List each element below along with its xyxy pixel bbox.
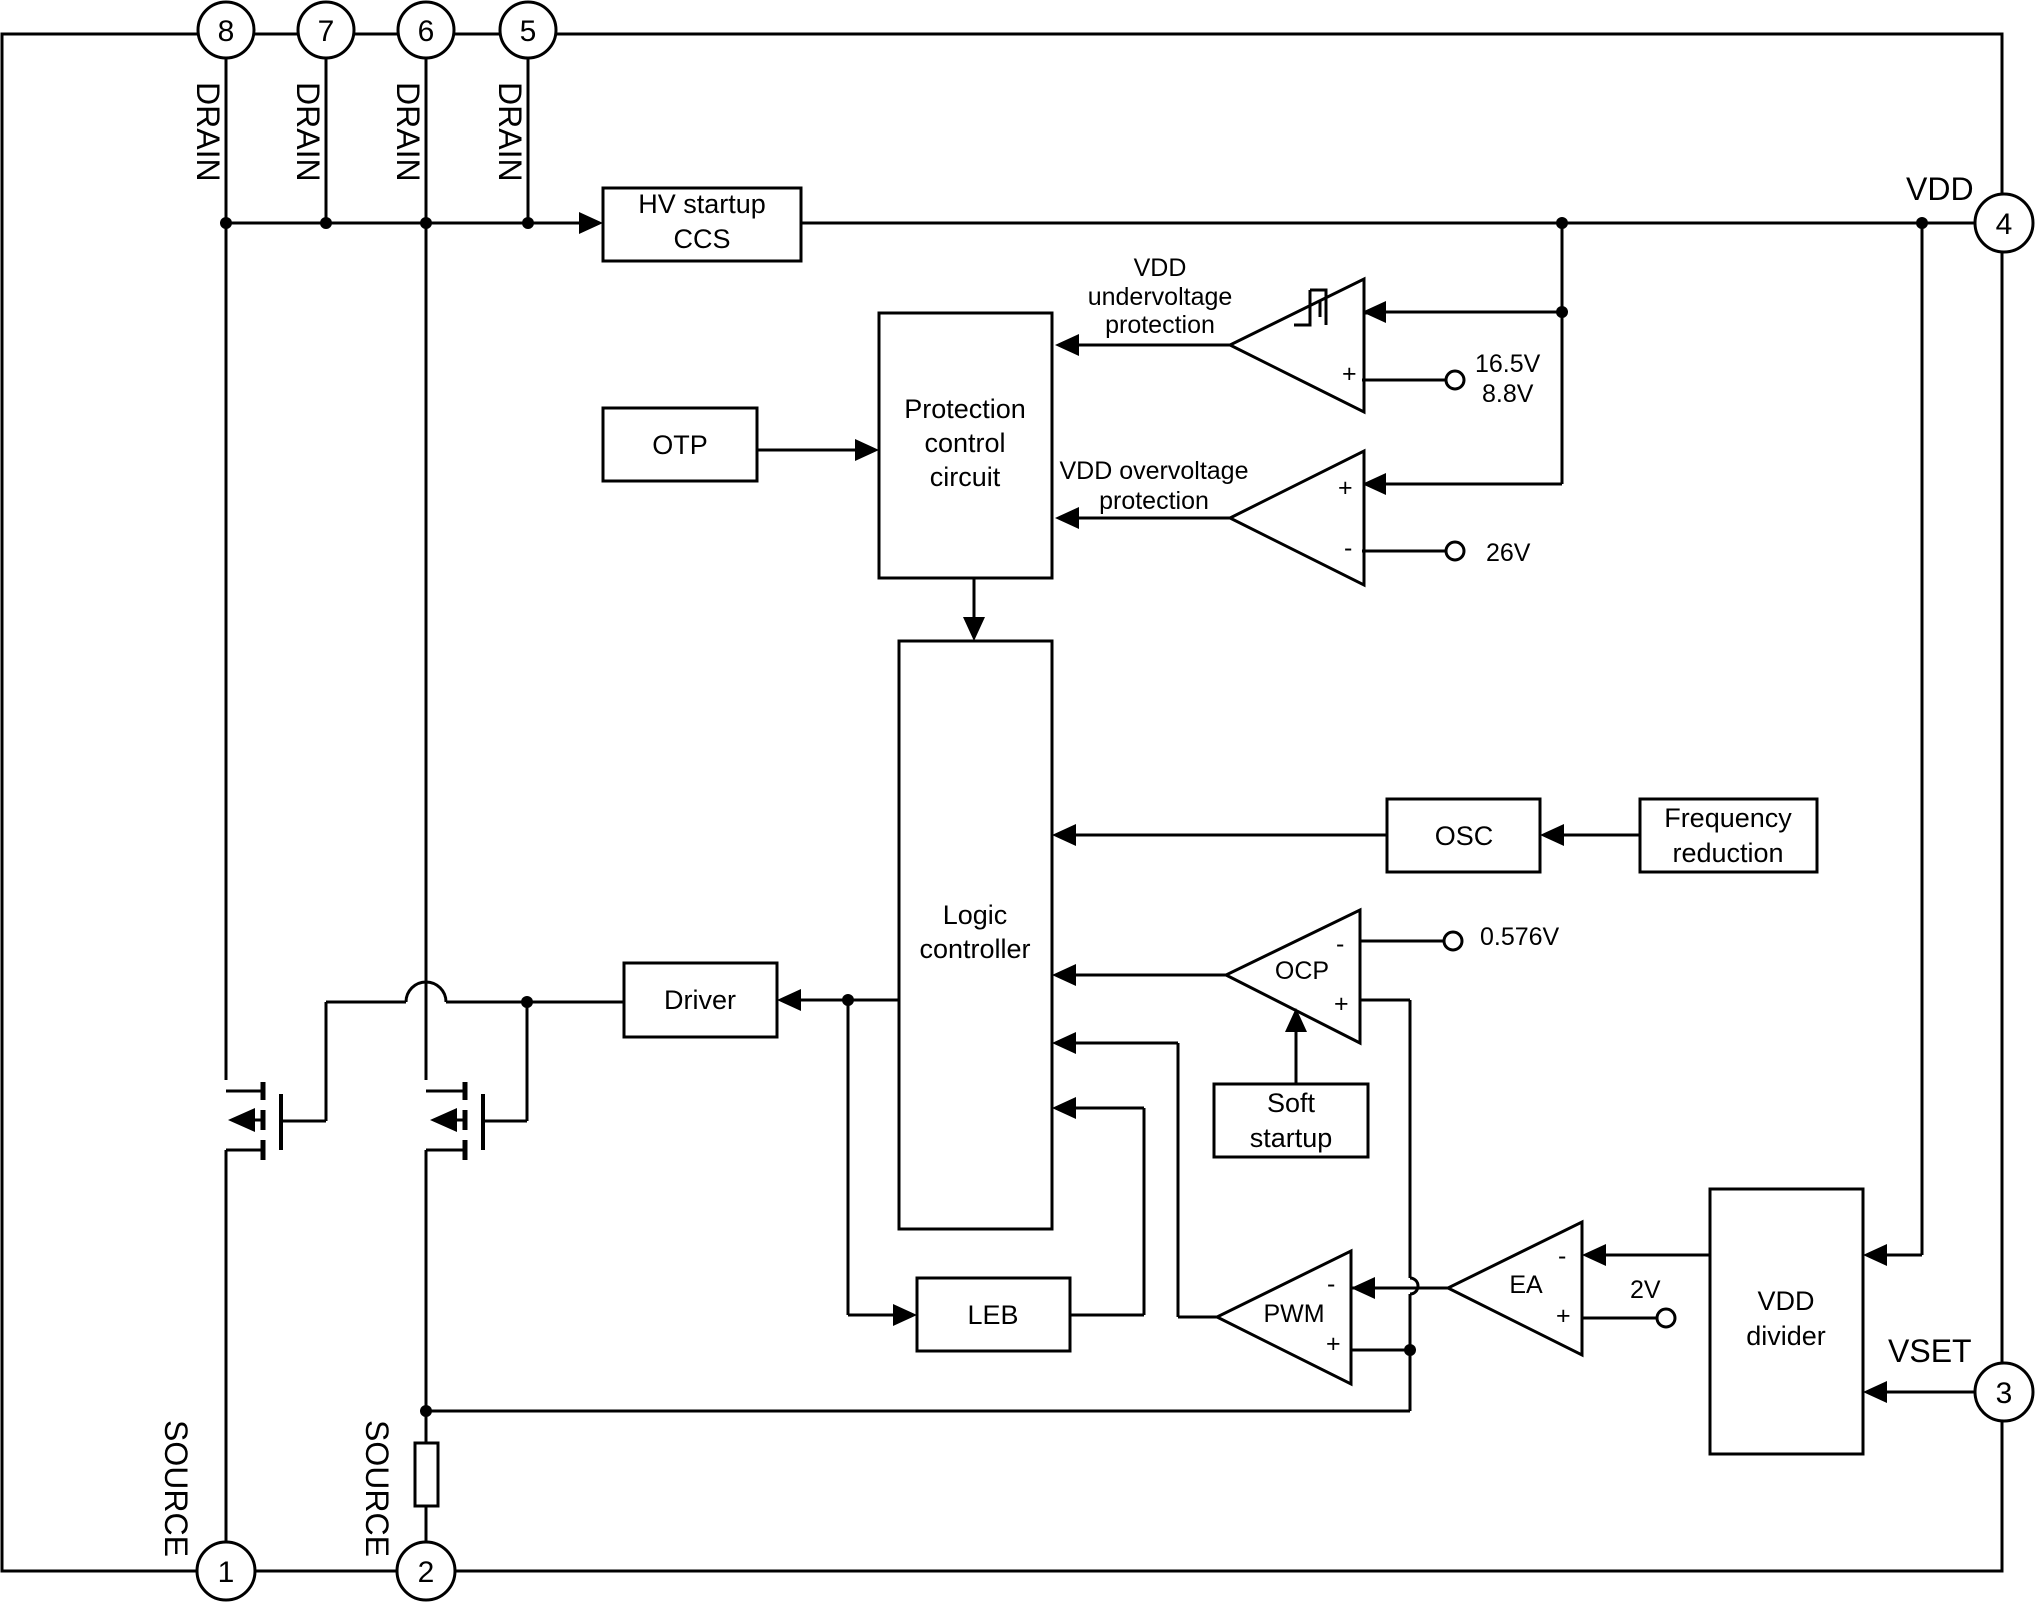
- ocp-name: OCP: [1275, 957, 1329, 985]
- pwm-name: PWM: [1263, 1300, 1324, 1328]
- pin-4-number: 4: [1996, 208, 2013, 241]
- pin-3-label: VSET: [1888, 1333, 1972, 1369]
- protection-control-block: [877, 311, 1054, 580]
- ea-minus: -: [1558, 1242, 1566, 1270]
- soft-startup-line2: startup: [1250, 1123, 1333, 1153]
- vdd-divider-line1: VDD: [1757, 1286, 1814, 1316]
- protection-line3: circuit: [930, 462, 1001, 492]
- ocp-ref: 0.576V: [1480, 923, 1560, 951]
- pin-6-label: DRAIN: [390, 82, 426, 182]
- pin-5-number: 5: [520, 15, 537, 48]
- ovp-minus: -: [1344, 534, 1352, 562]
- logic-line1: Logic: [943, 900, 1008, 930]
- hv-startup-line1: HV startup: [638, 189, 766, 219]
- vdd-divider-block: [1708, 1187, 1865, 1456]
- pin-6-number: 6: [418, 15, 435, 48]
- junction-dot: [320, 217, 332, 229]
- logic-controller-block: [897, 639, 1054, 1231]
- ea-plus: +: [1556, 1302, 1571, 1330]
- pin-5-label: DRAIN: [492, 82, 528, 182]
- pwm-minus: -: [1327, 1270, 1335, 1298]
- freq-red-line2: reduction: [1672, 838, 1783, 868]
- logic-line2: controller: [919, 934, 1030, 964]
- driver-label: Driver: [664, 985, 736, 1015]
- protection-line1: Protection: [904, 394, 1026, 424]
- ovp-ref: 26V: [1486, 539, 1531, 567]
- pin-7: 7: [296, 0, 356, 60]
- mosfet-1: [226, 1082, 283, 1160]
- ovp-label1: VDD overvoltage: [1060, 457, 1249, 485]
- uvp-label2: undervoltage: [1088, 283, 1233, 311]
- pin-5: 5: [498, 0, 558, 60]
- ocp-minus: -: [1336, 930, 1344, 958]
- pin-7-number: 7: [318, 15, 335, 48]
- junction-dot: [522, 217, 534, 229]
- ocp-plus: +: [1334, 990, 1349, 1018]
- uvp-label3: protection: [1105, 311, 1215, 339]
- uvp-ref-high: 16.5V: [1475, 350, 1541, 378]
- ovp-plus: +: [1338, 474, 1353, 502]
- pwm-plus: +: [1326, 1330, 1341, 1358]
- drain-lines: [224, 58, 600, 1080]
- package-outline: [0, 32, 2004, 1573]
- soft-startup-line1: Soft: [1267, 1088, 1316, 1118]
- arrow-to-hv: [579, 212, 603, 234]
- ovp-ref-terminal: [1444, 540, 1466, 562]
- uvp-ref-terminal: [1444, 369, 1466, 391]
- pin-4: 4: [1973, 192, 2035, 254]
- pin-4-label: VDD: [1906, 171, 1974, 207]
- osc-block: [1385, 797, 1542, 874]
- protection-line2: control: [924, 428, 1005, 458]
- ea-name: EA: [1509, 1271, 1543, 1299]
- pin-7-label: DRAIN: [290, 82, 326, 182]
- junction-dot: [420, 217, 432, 229]
- pin-1-number: 1: [218, 1556, 235, 1589]
- hv-startup-line2: CCS: [673, 224, 730, 254]
- junction-dot: [220, 217, 232, 229]
- ovp-label2: protection: [1099, 487, 1209, 515]
- uvp-comparator: [1226, 276, 1366, 415]
- ea-comparator: [1444, 1219, 1584, 1358]
- pin-6: 6: [396, 0, 456, 60]
- driver-block: [622, 961, 779, 1039]
- pin-2-number: 2: [418, 1556, 435, 1589]
- otp-block: [601, 406, 759, 483]
- pin-3: 3: [1973, 1361, 2035, 1423]
- uvp-plus: +: [1342, 360, 1357, 388]
- pin-3-number: 3: [1996, 1377, 2013, 1410]
- ocp-ref-terminal: [1442, 930, 1464, 952]
- sense-resistor: [413, 1441, 440, 1508]
- leb-block: [915, 1276, 1072, 1353]
- soft-startup-block: [1212, 1082, 1370, 1159]
- pin-2-label: SOURCE: [359, 1420, 395, 1557]
- mosfet-2: [426, 1082, 485, 1160]
- pwm-comparator: [1213, 1248, 1353, 1387]
- ea-ref-terminal: [1655, 1307, 1677, 1329]
- freq-red-line1: Frequency: [1664, 803, 1792, 833]
- pin-8-number: 8: [218, 15, 235, 48]
- uvp-ref-low: 8.8V: [1482, 380, 1534, 408]
- pin-8-label: DRAIN: [190, 82, 226, 182]
- pin-2: 2: [395, 1540, 457, 1602]
- osc-label: OSC: [1435, 821, 1494, 851]
- ovp-comparator: [1226, 448, 1366, 588]
- vdd-divider-line2: divider: [1746, 1321, 1826, 1351]
- frequency-reduction-block: [1638, 797, 1819, 874]
- ocp-comparator: [1222, 907, 1362, 1046]
- pin-1-label: SOURCE: [158, 1420, 194, 1557]
- pin-8: 8: [196, 0, 256, 60]
- ea-ref: 2V: [1630, 1276, 1661, 1304]
- pin-1: 1: [195, 1540, 257, 1602]
- uvp-minus: -: [1364, 298, 1372, 326]
- otp-label: OTP: [652, 430, 708, 460]
- hysteresis-icon: [1294, 288, 1328, 327]
- leb-label: LEB: [967, 1300, 1018, 1330]
- uvp-label1: VDD: [1134, 254, 1187, 282]
